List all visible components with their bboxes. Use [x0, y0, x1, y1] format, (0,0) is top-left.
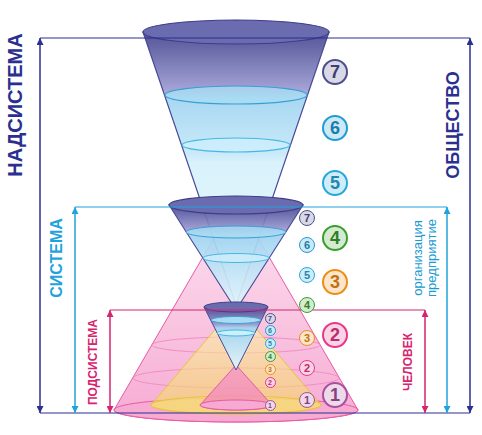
number-circle: 2	[299, 360, 315, 376]
number-circle: 6	[265, 325, 276, 336]
number-circle: 2	[322, 322, 348, 348]
number-circle: 5	[299, 267, 315, 283]
number-circle: 3	[299, 330, 315, 346]
level-number: 5	[268, 340, 272, 347]
number-circle: 5	[322, 170, 348, 196]
level-number: 6	[268, 327, 272, 334]
level-number: 6	[304, 240, 310, 251]
level-number: 3	[268, 366, 272, 373]
level-number: 4	[330, 229, 340, 247]
level-label: ПОДСИСТЕМА	[87, 319, 100, 405]
number-circle: 1	[322, 382, 348, 408]
number-circle: 6	[299, 237, 315, 253]
level-number: 4	[268, 353, 272, 360]
level-label: ЧЕЛОВЕК	[402, 333, 415, 391]
level-number: 7	[304, 213, 310, 224]
number-circle: 1	[265, 400, 276, 411]
level-number: 5	[330, 174, 340, 192]
number-circle: 3	[322, 269, 348, 295]
level-number: 4	[304, 300, 310, 311]
number-circle: 6	[322, 115, 348, 141]
number-circle: 4	[322, 225, 348, 251]
level-number: 7	[330, 63, 340, 81]
level-number: 2	[304, 363, 310, 374]
number-circle: 5	[265, 338, 276, 349]
number-circle: 1	[299, 392, 315, 408]
level-number: 2	[268, 379, 272, 386]
number-circle: 2	[265, 377, 276, 388]
level-label: НАДСИСТЕМА	[5, 33, 26, 176]
number-circle: 4	[299, 297, 315, 313]
level-number: 3	[330, 273, 340, 291]
level-number: 1	[268, 402, 272, 409]
level-label: ОБЩЕСТВО	[444, 71, 463, 178]
number-circle: 7	[322, 59, 348, 85]
level-label: СИСТЕМА	[49, 218, 66, 298]
level-number: 1	[304, 395, 310, 406]
level-number: 7	[268, 315, 272, 322]
level-number: 6	[330, 119, 340, 137]
level-number: 3	[304, 333, 310, 344]
number-circle: 7	[299, 210, 315, 226]
number-circle: 3	[265, 364, 276, 375]
level-number: 5	[304, 270, 310, 281]
number-circle: 4	[265, 351, 276, 362]
number-circle: 7	[265, 313, 276, 324]
level-label: организация предприятие	[411, 210, 438, 306]
level-number: 1	[330, 386, 340, 404]
level-number: 2	[330, 326, 340, 344]
